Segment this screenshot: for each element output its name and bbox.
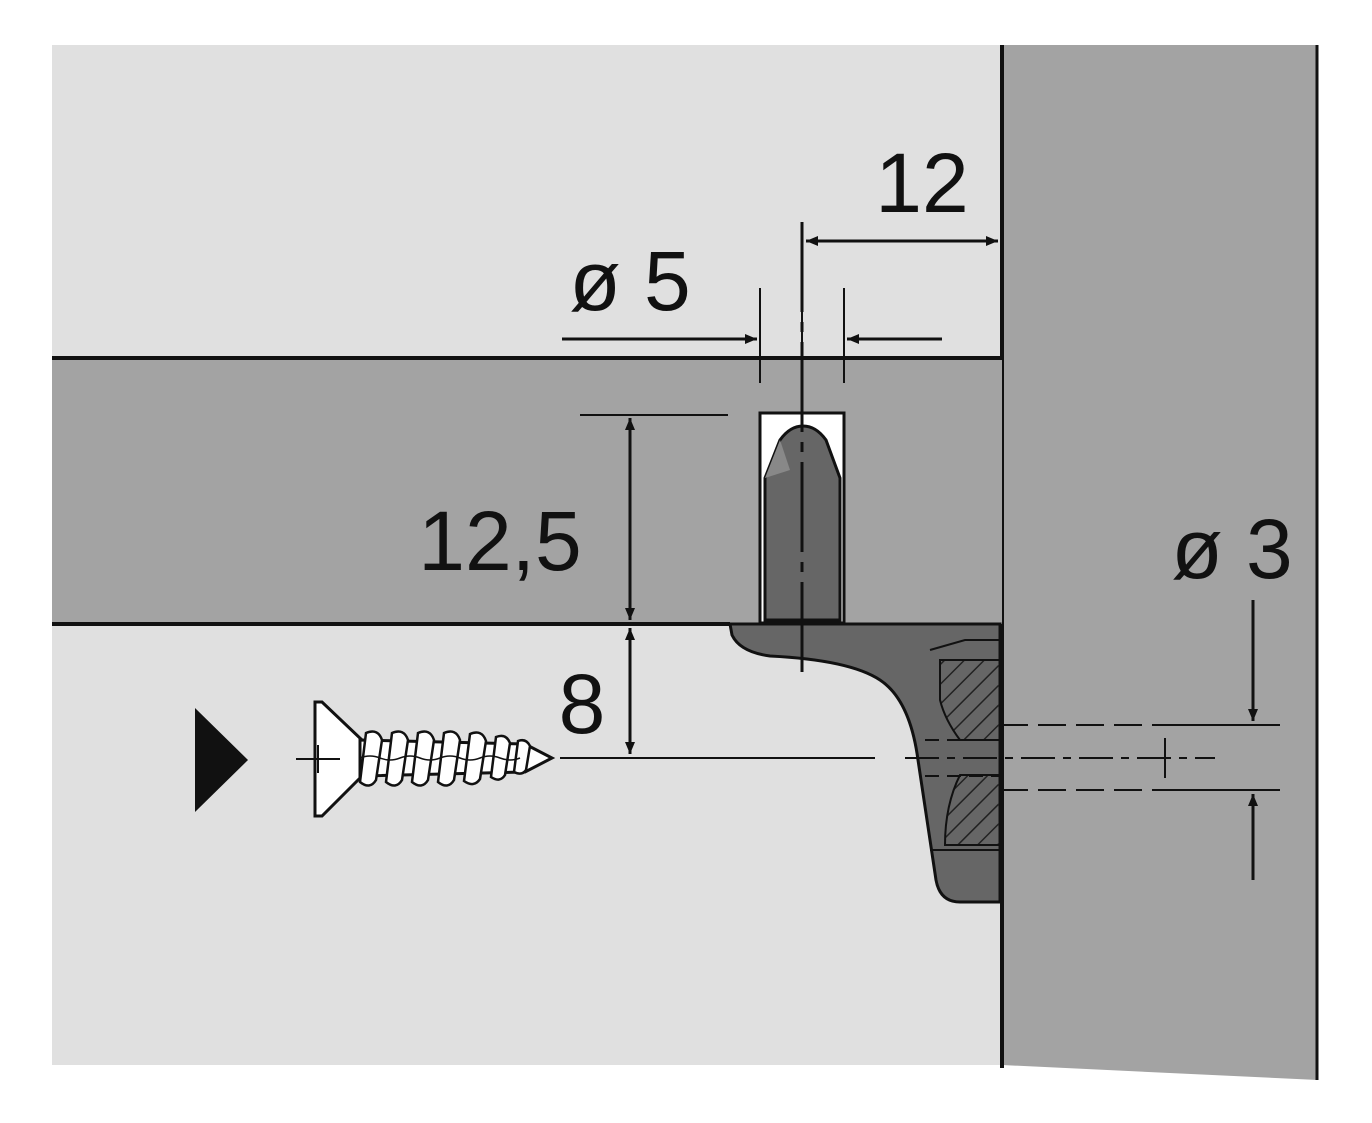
bracket-hatched-section-bottom xyxy=(943,774,1001,846)
dim-8-label: 8 xyxy=(559,657,606,751)
dim-d5-label: ø 5 xyxy=(569,234,690,328)
bracket-inner-contour xyxy=(929,639,1000,851)
pin-tip-highlight xyxy=(765,440,790,478)
triangle-pointer-icon xyxy=(195,708,248,812)
shelf-support-bracket xyxy=(728,622,1002,904)
dim-d3-label: ø 3 xyxy=(1171,502,1292,596)
countersunk-screw-icon xyxy=(296,700,556,818)
wall-panel xyxy=(1002,45,1318,1080)
dim-12-label: 12 xyxy=(875,136,968,230)
dim-12-5-label: 12,5 xyxy=(418,494,582,588)
bracket-hatched-section-top xyxy=(939,659,1001,741)
